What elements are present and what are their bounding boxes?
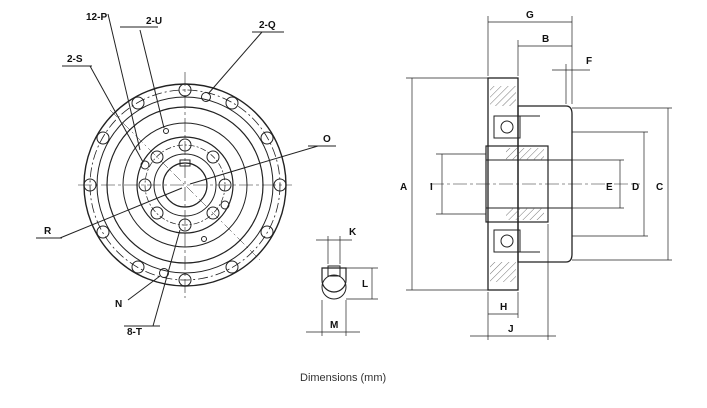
tapped-hole-q — [159, 268, 169, 278]
front-view — [36, 13, 336, 327]
hatch-upper-flange — [490, 86, 516, 106]
bolt-hole — [131, 260, 145, 274]
label-8t: 8-T — [127, 327, 142, 338]
label-o: O — [323, 134, 331, 145]
bolt-hole — [131, 96, 145, 110]
label-2q: 2-Q — [259, 20, 276, 31]
hub-hole — [150, 150, 164, 164]
bearing-upper — [493, 115, 521, 139]
label-i: I — [430, 182, 433, 193]
label-m: M — [330, 320, 338, 331]
bolt-hole — [260, 131, 274, 145]
leader-8t — [152, 229, 181, 327]
label-b: B — [542, 34, 549, 45]
hub-hole — [206, 206, 220, 220]
shaft-key-profile — [321, 267, 347, 293]
front-view-labels: 12-P 2-U 2-Q 2-S O R N 8-T — [44, 12, 331, 338]
label-f: F — [586, 56, 592, 67]
hole-s — [140, 160, 150, 170]
label-g: G — [526, 10, 534, 21]
keyway-slot — [327, 265, 341, 277]
hole-s — [220, 200, 230, 210]
key-detail — [306, 236, 378, 336]
leader-12p — [107, 13, 141, 151]
bearing-ball — [500, 120, 514, 134]
shaft-section — [321, 274, 347, 300]
leader-n — [127, 275, 161, 301]
bearing-ball — [500, 234, 514, 248]
leader-r — [59, 187, 183, 239]
bolt-hole — [225, 260, 239, 274]
hatch-lower-hub — [506, 208, 544, 220]
label-e: E — [606, 182, 613, 193]
label-d: D — [632, 182, 639, 193]
label-2s: 2-S — [67, 54, 83, 65]
label-12p: 12-P — [86, 12, 107, 23]
bolt-hole — [96, 225, 110, 239]
bolt-hole — [225, 96, 239, 110]
side-view-labels: G B F A I E D C H J — [400, 10, 663, 335]
hub-hole — [206, 150, 220, 164]
caption: Dimensions (mm) — [300, 372, 386, 384]
side-view — [406, 16, 672, 340]
hatch-upper-hub — [506, 148, 544, 160]
hub-hole — [150, 206, 164, 220]
label-k: K — [349, 227, 357, 238]
key-detail-labels: K L M — [330, 227, 368, 331]
label-2u: 2-U — [146, 16, 162, 27]
leader-2q — [207, 31, 263, 95]
bearing-lower — [493, 229, 521, 253]
body-section — [517, 105, 573, 263]
leader-2u — [139, 29, 165, 129]
leader-o — [189, 145, 319, 185]
label-j: J — [508, 324, 514, 335]
label-c: C — [656, 182, 663, 193]
hatch-lower-flange — [490, 262, 516, 282]
center-line-diag — [109, 109, 261, 261]
label-a: A — [400, 182, 407, 193]
label-r: R — [44, 226, 52, 237]
bolt-hole — [96, 131, 110, 145]
small-hole-u — [201, 236, 207, 242]
leader-2s — [89, 65, 144, 163]
bolt-hole — [260, 225, 274, 239]
label-l: L — [362, 279, 368, 290]
label-h: H — [500, 302, 507, 313]
label-n: N — [115, 299, 122, 310]
small-hole-u — [163, 128, 169, 134]
tapped-hole-q — [201, 92, 211, 102]
